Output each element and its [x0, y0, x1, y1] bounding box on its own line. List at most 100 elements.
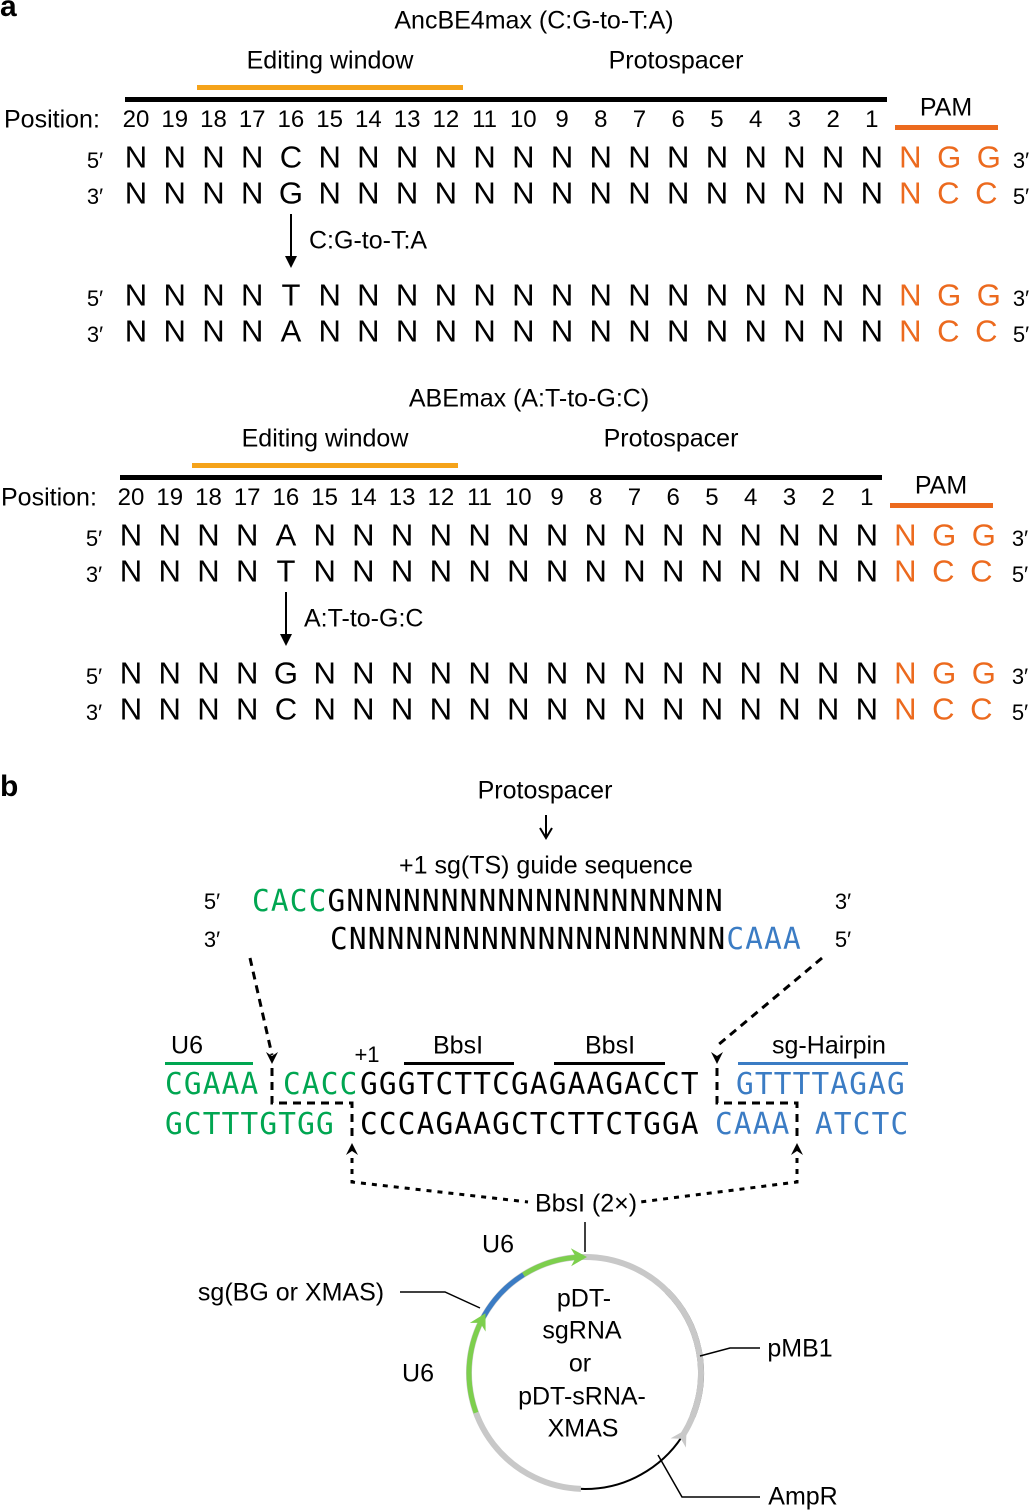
nucleotide: N [700, 655, 724, 691]
conversion-arrowhead [284, 256, 297, 268]
vector-top-cacc: CACC [283, 1067, 359, 1102]
nucleotide: N [855, 691, 879, 727]
nucleotide: N [158, 691, 181, 727]
pam-sequence: NCC [899, 175, 1014, 211]
nucleotide: T [281, 277, 301, 313]
vector-bottom-hairpin: ATCTC [815, 1107, 910, 1142]
strand-end-label: 3′ [1012, 286, 1030, 311]
strand-end-label: 3′ [86, 184, 104, 209]
nucleotide: N [202, 277, 225, 313]
plasmid-name-line: sgRNA [542, 1316, 622, 1345]
position-number: 5 [710, 106, 724, 133]
left-cut-arrowhead [346, 1143, 358, 1155]
nucleotide: N [473, 277, 496, 313]
nucleotide: N [468, 691, 491, 727]
nucleotide: N [197, 655, 220, 691]
u6-bar [165, 1062, 253, 1065]
pam-bar [890, 503, 993, 508]
pmb1-leader-line [699, 1347, 760, 1357]
position-number: 20 [117, 484, 145, 511]
nucleotide: N [158, 517, 181, 553]
nucleotide: N [429, 691, 453, 727]
nucleotide: N [778, 691, 801, 727]
nucleotide: N [623, 517, 646, 553]
nucleotide: N [395, 175, 419, 211]
editor-title: AncBE4max (C:G-to-T:A) [394, 6, 674, 35]
sg-insert-segment [480, 1272, 525, 1320]
plasmid-name-line: or [568, 1349, 592, 1378]
position-number: 17 [238, 106, 266, 133]
nucleotide: N [700, 691, 724, 727]
nucleotide: N [550, 313, 574, 349]
position-number: 15 [316, 106, 343, 133]
nucleotide: N [124, 277, 148, 313]
nucleotide: N [744, 313, 767, 349]
nucleotide: N [124, 175, 148, 211]
nucleotide: N [512, 139, 535, 175]
nucleotide: N [700, 517, 724, 553]
left-insert-dashed-line [248, 957, 274, 1056]
nucleotide: N [202, 175, 225, 211]
nucleotide: N [202, 139, 225, 175]
position-number: 4 [743, 484, 758, 511]
nucleotide: N [357, 277, 380, 313]
nucleotide: N [197, 553, 220, 589]
position-number: 11 [467, 484, 493, 511]
nucleotide: N [313, 691, 336, 727]
nucleotide: N [390, 655, 414, 691]
nucleotide: N [202, 313, 225, 349]
nucleotide: N [744, 277, 767, 313]
nucleotide: N [584, 517, 607, 553]
pam-sequence: NCC [894, 553, 1009, 589]
u6-left-segment [466, 1319, 484, 1414]
nucleotide: N [197, 691, 220, 727]
conversion-label: C:G-to-T:A [309, 226, 428, 255]
position-number: 5 [705, 484, 719, 511]
nucleotide: N [705, 175, 729, 211]
nucleotide: N [550, 139, 574, 175]
nucleotide: N [584, 691, 607, 727]
vector-bottom-u6: GCTTTGTGG [165, 1107, 335, 1142]
nucleotide: N [589, 313, 612, 349]
nucleotide: N [821, 175, 845, 211]
nucleotide: N [507, 553, 530, 589]
pam-sequence: NGG [894, 517, 1012, 553]
protospacer-arrowhead [539, 827, 553, 840]
nucleotide: N [739, 655, 762, 691]
nucleotide: N [434, 175, 458, 211]
nucleotide: N [628, 277, 651, 313]
nucleotide: N [235, 553, 259, 589]
nucleotide: N [855, 553, 879, 589]
nucleotide: N [352, 517, 375, 553]
right-insert-dashed-line [717, 956, 823, 1047]
bbsi-label-1: BbsI [432, 1031, 484, 1060]
u6-label: U6 [171, 1031, 203, 1060]
protospacer-bar [125, 97, 887, 102]
right-cut-dotted-line [639, 1158, 799, 1204]
nucleotide: N [821, 139, 845, 175]
nucleotide: N [429, 517, 453, 553]
pam-bar [895, 125, 998, 130]
bbsi-label-2: BbsI [584, 1031, 636, 1060]
hairpin-label: sg-Hairpin [772, 1031, 886, 1060]
nucleotide: N [512, 175, 535, 211]
nucleotide: N [783, 139, 806, 175]
nucleotide: A [275, 517, 297, 553]
nucleotide: N [778, 655, 801, 691]
position-number: 18 [195, 484, 222, 511]
vector-bottom-stuffer: CCCAGAAGCTCTTCTGGA [360, 1107, 700, 1142]
nucleotide: N [855, 517, 879, 553]
strand-end-label: 3′ [85, 700, 103, 725]
nucleotide: N [783, 175, 806, 211]
nucleotide: N [313, 517, 336, 553]
strand-end-label: 5′ [86, 286, 104, 311]
position-number: 9 [550, 484, 564, 511]
nucleotide: N [584, 655, 607, 691]
nucleotide: N [628, 313, 651, 349]
nucleotide: N [705, 139, 729, 175]
protospacer-label: Protospacer [477, 776, 613, 805]
nucleotide: N [667, 139, 690, 175]
plasmid-name-line: XMAS [547, 1414, 619, 1443]
position-number: 19 [161, 106, 189, 133]
